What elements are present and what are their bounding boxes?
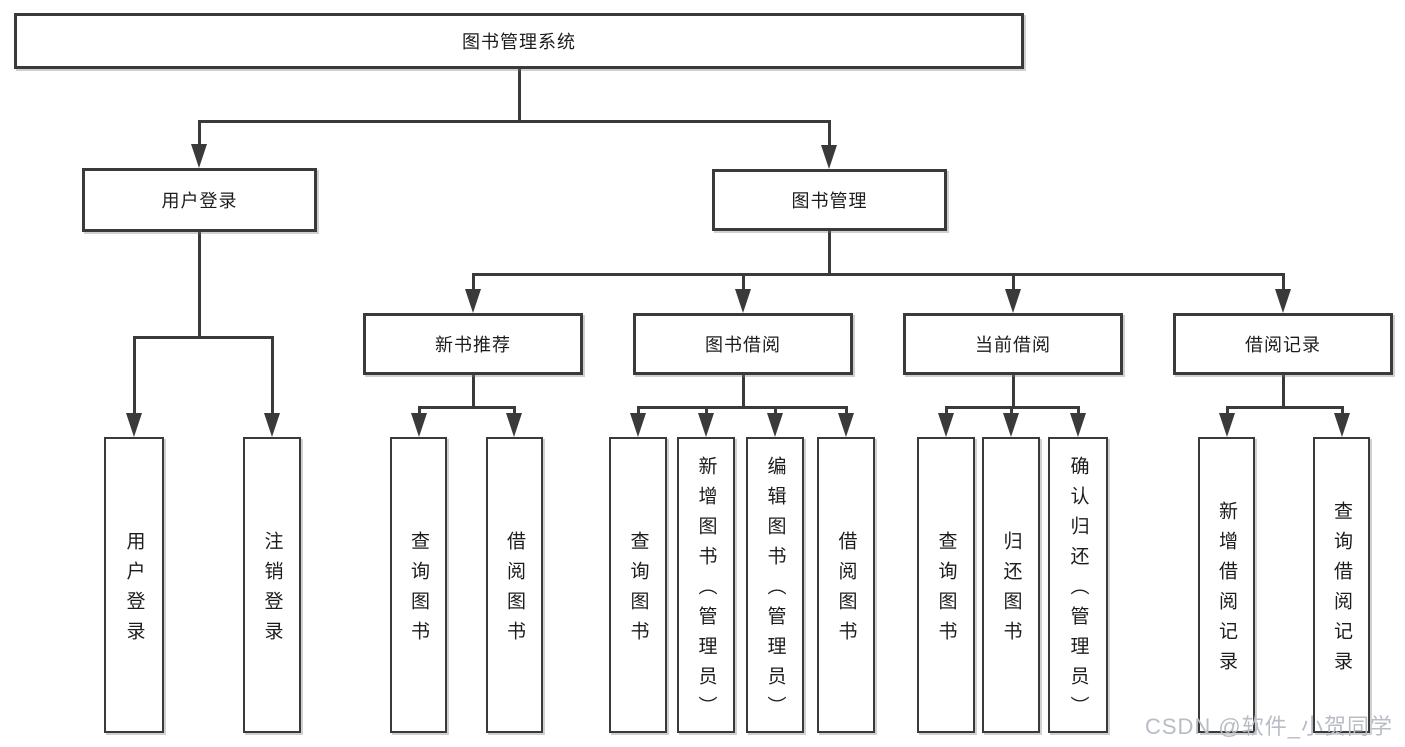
leaf-borrow-books-1: 借阅图书 bbox=[486, 437, 543, 733]
leaf-logout: 注销登录 bbox=[243, 437, 301, 733]
node-user-login-label: 用户登录 bbox=[161, 191, 238, 211]
leaf-query-books-3-label: 查询图书 bbox=[935, 530, 957, 651]
connector-drop bbox=[773, 406, 777, 419]
connector-drop bbox=[512, 406, 516, 419]
connector-drop bbox=[1281, 273, 1285, 295]
node-system-root-label: 图书管理系统 bbox=[462, 32, 576, 52]
connector-drop bbox=[827, 120, 831, 151]
connector-drop bbox=[270, 336, 274, 419]
arrowhead-icon bbox=[1003, 413, 1019, 437]
arrowhead-icon bbox=[735, 289, 751, 313]
connector-stem bbox=[741, 375, 745, 409]
node-borrowing-records: 借阅记录 bbox=[1173, 313, 1393, 375]
arrowhead-icon bbox=[767, 413, 783, 437]
connector-bus bbox=[636, 406, 848, 409]
node-new-book-recommend-label: 新书推荐 bbox=[435, 335, 511, 355]
arrowhead-icon bbox=[630, 413, 646, 437]
leaf-add-book-admin-label: 新增图书（管理员） bbox=[695, 455, 717, 726]
connector-drop bbox=[1076, 406, 1080, 419]
arrowhead-icon bbox=[821, 145, 837, 169]
node-book-management-label: 图书管理 bbox=[791, 191, 868, 211]
connector-drop bbox=[704, 406, 708, 419]
node-user-login: 用户登录 bbox=[82, 168, 317, 232]
connector-drop bbox=[944, 406, 948, 419]
node-book-borrowing: 图书借阅 bbox=[633, 313, 853, 375]
connector-bus bbox=[197, 120, 831, 123]
leaf-confirm-return-admin-label: 确认归还（管理员） bbox=[1067, 455, 1089, 726]
connector-drop bbox=[471, 273, 475, 295]
leaf-logout-label: 注销登录 bbox=[261, 530, 283, 651]
leaf-query-borrow-record-label: 查询借阅记录 bbox=[1331, 500, 1352, 681]
arrowhead-icon bbox=[838, 413, 854, 437]
leaf-query-books-1-label: 查询图书 bbox=[408, 530, 429, 651]
leaf-query-borrow-record: 查询借阅记录 bbox=[1313, 437, 1370, 733]
connector-stem bbox=[827, 231, 831, 276]
arrowhead-icon bbox=[1275, 289, 1291, 313]
connector-drop bbox=[417, 406, 421, 419]
watermark: CSDN @软件_小贺同学 bbox=[1144, 714, 1393, 739]
leaf-add-book-admin: 新增图书（管理员） bbox=[677, 437, 735, 733]
leaf-borrow-books-2-label: 借阅图书 bbox=[835, 530, 857, 651]
arrowhead-icon bbox=[938, 413, 954, 437]
arrowhead-icon bbox=[126, 413, 142, 437]
leaf-return-books: 归还图书 bbox=[982, 437, 1040, 733]
leaf-edit-book-admin: 编辑图书（管理员） bbox=[746, 437, 804, 733]
connector-bus bbox=[471, 273, 1285, 276]
arrowhead-icon bbox=[191, 144, 207, 168]
arrowhead-icon bbox=[465, 289, 481, 313]
node-new-book-recommend: 新书推荐 bbox=[363, 313, 583, 375]
connector-stem bbox=[1281, 375, 1285, 409]
arrowhead-icon bbox=[698, 413, 714, 437]
node-current-borrowing: 当前借阅 bbox=[903, 313, 1123, 375]
leaf-add-borrow-record-label: 新增借阅记录 bbox=[1216, 500, 1237, 681]
arrowhead-icon bbox=[1070, 413, 1086, 437]
connector-drop bbox=[1225, 406, 1229, 419]
connector-drop bbox=[132, 336, 136, 419]
leaf-query-books-2-label: 查询图书 bbox=[627, 530, 649, 651]
leaf-query-books-2: 查询图书 bbox=[609, 437, 667, 733]
arrowhead-icon bbox=[1219, 413, 1235, 437]
leaf-add-borrow-record: 新增借阅记录 bbox=[1198, 437, 1255, 733]
leaf-confirm-return-admin: 确认归还（管理员） bbox=[1048, 437, 1108, 733]
connector-drop bbox=[1011, 273, 1015, 295]
connector-drop bbox=[636, 406, 640, 419]
connector-stem bbox=[517, 69, 521, 123]
leaf-borrow-books-2: 借阅图书 bbox=[817, 437, 875, 733]
connector-drop bbox=[844, 406, 848, 419]
node-book-borrowing-label: 图书借阅 bbox=[705, 335, 781, 355]
arrowhead-icon bbox=[1005, 289, 1021, 313]
arrowhead-icon bbox=[506, 413, 522, 437]
connector-drop bbox=[741, 273, 745, 295]
node-current-borrowing-label: 当前借阅 bbox=[975, 335, 1051, 355]
connector-stem bbox=[197, 232, 201, 339]
connector-bus bbox=[1225, 406, 1344, 409]
leaf-borrow-books-1-label: 借阅图书 bbox=[504, 530, 525, 651]
leaf-user-login-label: 用户登录 bbox=[123, 530, 145, 651]
connector-stem bbox=[1011, 375, 1015, 409]
node-system-root: 图书管理系统 bbox=[14, 13, 1024, 69]
arrowhead-icon bbox=[1334, 413, 1350, 437]
connector-stem bbox=[471, 375, 475, 409]
leaf-return-books-label: 归还图书 bbox=[1000, 530, 1022, 651]
leaf-query-books-1: 查询图书 bbox=[390, 437, 447, 733]
node-book-management: 图书管理 bbox=[712, 169, 947, 231]
connector-drop bbox=[197, 120, 201, 150]
arrowhead-icon bbox=[411, 413, 427, 437]
connector-bus bbox=[417, 406, 516, 409]
connector-drop bbox=[1009, 406, 1013, 419]
node-borrowing-records-label: 借阅记录 bbox=[1245, 335, 1321, 355]
leaf-edit-book-admin-label: 编辑图书（管理员） bbox=[764, 455, 786, 726]
leaf-user-login: 用户登录 bbox=[104, 437, 164, 733]
connector-drop bbox=[1340, 406, 1344, 419]
connector-bus bbox=[132, 336, 274, 339]
leaf-query-books-3: 查询图书 bbox=[917, 437, 975, 733]
arrowhead-icon bbox=[264, 413, 280, 437]
